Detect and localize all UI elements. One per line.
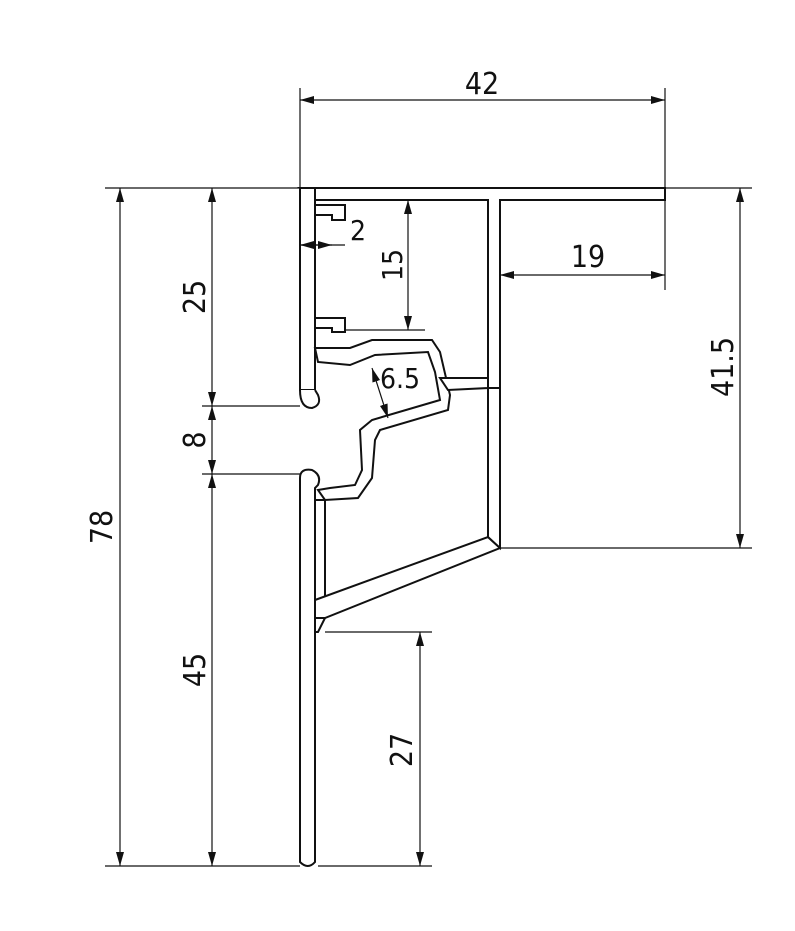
dim-slot: 6.5: [380, 362, 420, 395]
dim-gap: 8: [178, 431, 213, 448]
dim-channel-depth: 15: [376, 249, 409, 281]
dim-right-height: 41.5: [706, 337, 741, 397]
dim-height-total: 78: [85, 510, 120, 544]
profile-outline: [297, 187, 666, 867]
dim-leg: 27: [385, 733, 420, 767]
dimension-lines: [105, 88, 752, 867]
dim-width-total: 42: [465, 67, 499, 102]
dim-flange-width: 19: [571, 240, 605, 275]
dim-lip-thickness: 2: [350, 214, 366, 247]
dim-upper-height: 25: [178, 280, 213, 314]
dim-lower-height: 45: [178, 653, 213, 687]
